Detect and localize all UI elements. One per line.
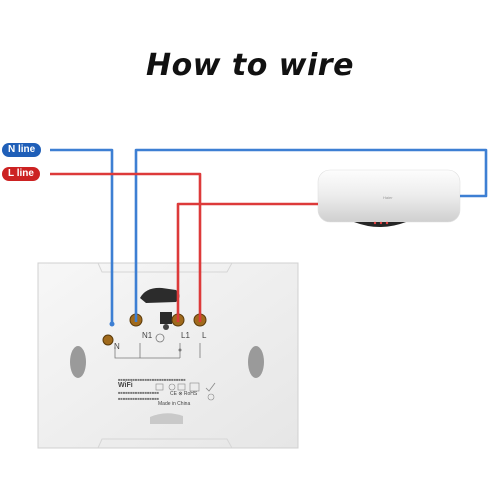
heater-display xyxy=(354,222,406,227)
cert-icon-2 xyxy=(168,383,176,391)
n-line-label: N line xyxy=(2,143,42,157)
page-title: How to wire xyxy=(146,48,354,83)
terminal-label-l1: L1 xyxy=(181,331,190,340)
l1-wire-to-heater xyxy=(176,202,318,322)
warning-fine-print: ■■■■■■■■■■■■■■■■■■■■■■■■■■■■ xyxy=(118,377,186,382)
spec-fine-print-2: ■■■■■■■■■■■■■■■■■ xyxy=(118,396,160,401)
water-heater xyxy=(317,169,461,227)
terminal-N xyxy=(102,334,114,346)
n-wire-end xyxy=(109,321,115,327)
switch-top-notch xyxy=(97,262,233,273)
cert-icon-3 xyxy=(177,383,186,391)
terminal-label-l: L xyxy=(202,331,207,340)
trash-icon xyxy=(189,382,200,392)
center-block xyxy=(160,312,172,324)
schematic-node xyxy=(178,348,182,352)
center-screw xyxy=(163,324,169,330)
n-wire-to-heater xyxy=(134,148,488,322)
l-line-label: L line xyxy=(2,167,40,181)
heater-brand: Haier xyxy=(383,195,393,200)
spec-fine-print: ■■■■■■■■■■■■■■■■■ xyxy=(118,390,160,395)
recycle-icon xyxy=(207,393,215,401)
n-wire-to-switch xyxy=(50,148,114,322)
heater-body xyxy=(318,170,460,222)
bottom-clip xyxy=(150,413,183,424)
cert-icon-1 xyxy=(155,383,164,391)
relay-housing xyxy=(140,287,180,303)
cert-marks: CE ⊗ RoHS xyxy=(170,391,198,397)
terminal-label-n1: N1 xyxy=(142,331,153,340)
l-line-wire xyxy=(50,172,318,322)
switch-bottom-notch xyxy=(97,438,233,449)
terminal-label-n: N xyxy=(114,342,120,351)
schematic-lines xyxy=(114,343,201,359)
switch-panel xyxy=(37,262,299,449)
mount-hole-right xyxy=(248,346,264,378)
check-icon xyxy=(205,382,216,392)
mount-hole-left xyxy=(70,346,86,378)
made-in-label: Made in China xyxy=(158,401,191,407)
wifi-brand: WiFi xyxy=(118,382,133,389)
schematic-lamp-symbol xyxy=(155,333,165,343)
l-wire-to-switch xyxy=(50,172,202,322)
n-line-wire xyxy=(50,148,488,327)
